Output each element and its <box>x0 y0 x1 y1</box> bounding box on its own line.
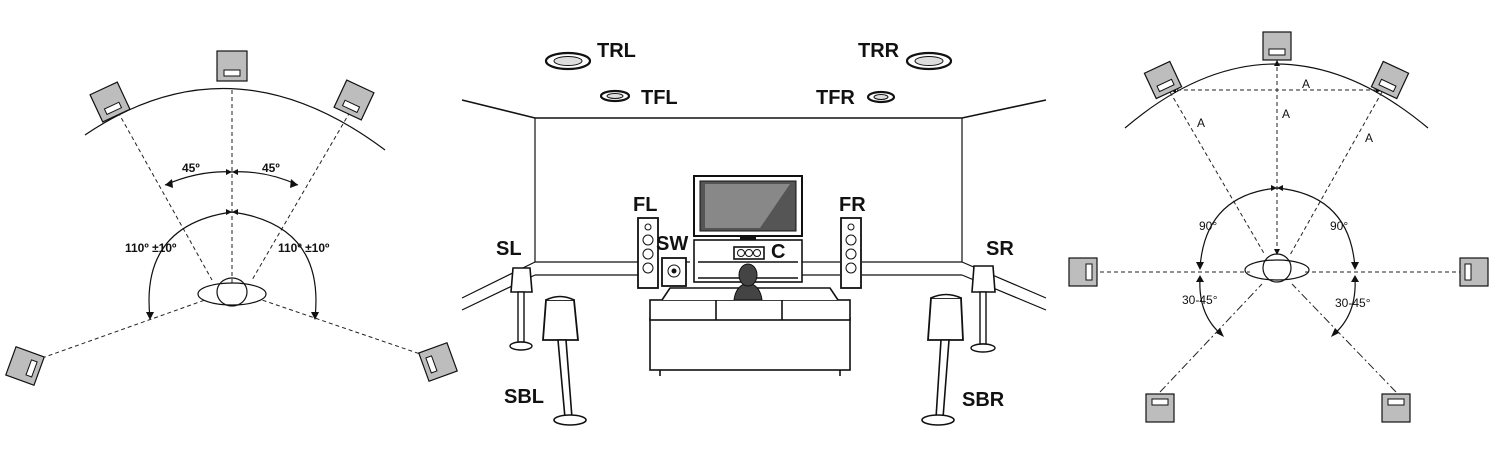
arc-90-left <box>1199 187 1278 269</box>
speaker-icon <box>216 50 248 82</box>
label-sw: SW <box>656 233 688 255</box>
label-tfr: TFR <box>816 87 855 109</box>
right-layout-diagram: A A A A 90° 90° 30-45° 30-45° <box>1068 31 1489 423</box>
surround-back-left-speaker-icon <box>542 295 587 426</box>
label-trl: TRL <box>597 40 636 62</box>
angle-label-90-right: 90° <box>1330 219 1348 233</box>
speaker-icon <box>333 79 375 121</box>
distance-label-a-right: A <box>1365 131 1373 145</box>
arrow-head <box>1196 262 1204 270</box>
speaker-icon <box>89 81 131 123</box>
arrow-head <box>146 312 154 320</box>
label-sr: SR <box>986 238 1014 260</box>
sofa <box>649 287 851 376</box>
center-speaker-icon <box>733 246 765 260</box>
label-c: C <box>771 241 785 263</box>
speaker-icon <box>1262 31 1292 61</box>
arrow-head <box>1331 328 1339 337</box>
listener-icon <box>1244 253 1310 283</box>
front-right-line <box>251 111 351 281</box>
angle-label-110-left: 110º ±10º <box>125 241 177 255</box>
front-right-line <box>1289 91 1383 256</box>
arrow-head <box>311 312 319 320</box>
label-tfl: TFL <box>641 87 678 109</box>
arrow-head <box>290 179 298 188</box>
angle-label-45-left: 45º <box>182 161 200 175</box>
angle-label-90-left: 90° <box>1199 219 1217 233</box>
speaker-icon <box>418 342 458 382</box>
listener-icon <box>197 277 267 307</box>
front-left-tower-speaker-icon <box>637 217 659 289</box>
label-sbr: SBR <box>962 389 1005 411</box>
arrow-head <box>232 169 238 175</box>
surround-right-speaker-icon <box>970 265 996 353</box>
tv-icon <box>693 175 803 240</box>
arrow-head <box>1351 275 1359 282</box>
arrow-head <box>232 209 238 215</box>
label-fl: FL <box>633 194 657 216</box>
arc-110-right <box>231 211 317 319</box>
speaker-icon <box>1068 257 1098 287</box>
arc-90-right <box>1276 187 1356 269</box>
surround-back-right-speaker-icon <box>921 293 964 426</box>
speaker-icon <box>1370 60 1410 100</box>
front-left-line <box>1169 91 1266 256</box>
surround-left-line <box>41 299 206 359</box>
speaker-icon <box>1143 60 1183 100</box>
arrow-head <box>1271 185 1277 191</box>
label-sbl: SBL <box>504 386 544 408</box>
arrow-head <box>1196 275 1204 282</box>
left-layout-diagram: 45º 45º 110º ±10º 110º ±10º <box>5 50 458 386</box>
distance-label-a-left: A <box>1197 116 1205 130</box>
arrow-head <box>1277 185 1283 191</box>
arrow-head <box>1216 328 1224 337</box>
angle-label-30-45-left: 30-45° <box>1182 293 1218 307</box>
arrow-head <box>1351 262 1359 270</box>
surround-left-speaker-icon <box>509 267 533 351</box>
angle-label-30-45-right: 30-45° <box>1335 296 1371 310</box>
arrow-head <box>226 209 232 215</box>
arc-110-left <box>148 211 233 319</box>
ceiling-speaker-icon <box>599 89 631 103</box>
arrow-head <box>226 169 232 175</box>
distance-label-a-top: A <box>1302 77 1310 91</box>
front-right-tower-speaker-icon <box>840 217 862 289</box>
angle-label-45-right: 45º <box>262 161 280 175</box>
label-sl: SL <box>496 238 522 260</box>
angle-label-110-right: 110º ±10º <box>278 241 330 255</box>
ceiling-speaker-icon <box>905 51 953 71</box>
arrow-head <box>1274 249 1280 255</box>
speaker-icon <box>1381 393 1411 423</box>
speaker-icon <box>1459 257 1489 287</box>
subwoofer-icon <box>661 257 687 287</box>
label-fr: FR <box>839 194 866 216</box>
speaker-icon <box>5 346 45 386</box>
center-room-diagram: TRL TRR TFL TFR <box>461 40 1047 426</box>
surround-right-line <box>261 299 433 359</box>
distance-label-a-center: A <box>1282 107 1290 121</box>
ceiling-speaker-icon <box>544 51 592 71</box>
ceiling-edge <box>461 99 1047 119</box>
label-trr: TRR <box>858 40 900 62</box>
listener-icon <box>733 263 763 301</box>
ceiling-speaker-icon <box>866 90 896 104</box>
rear-left-line <box>1159 283 1263 393</box>
arrow-head <box>1274 60 1280 66</box>
rear-right-line <box>1291 283 1397 393</box>
speaker-icon <box>1145 393 1175 423</box>
arrow-head <box>165 179 173 188</box>
